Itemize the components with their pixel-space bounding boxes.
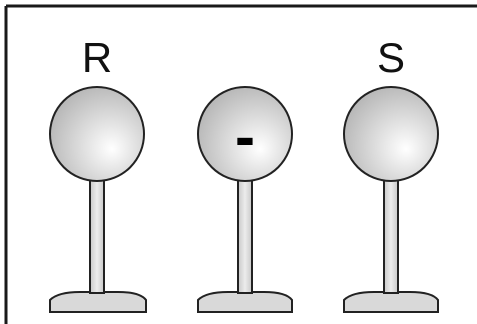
stand-middle: - [197,86,293,313]
stand-middle-base [197,291,293,313]
stand-right-base [343,291,439,313]
stand-right-stem [383,179,399,294]
stand-left: R [49,34,147,313]
stand-middle-stem [237,179,253,294]
sphere-right [343,86,439,182]
sphere-left [49,86,145,182]
label-left: R [82,34,112,81]
stand-right: S [343,34,439,313]
label-right: S [377,34,405,81]
charge-mark-middle: - [235,103,255,170]
stand-left-base [49,291,147,313]
stand-left-stem [89,179,105,294]
sphere-middle [197,86,293,182]
